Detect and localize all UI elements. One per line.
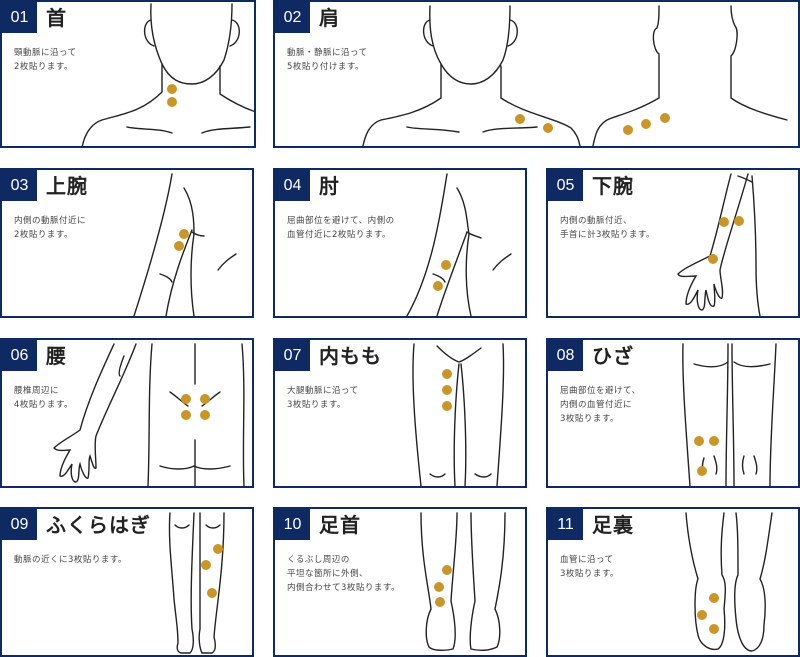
panel-lower-back: 06 腰 腰椎周辺に 4枚貼ります。: [0, 338, 254, 488]
panel-knee: 08 ひざ 屈曲部位を避けて、 内側の血管付近に 3枚貼ります。: [546, 338, 800, 488]
panel-number-badge: 03: [2, 170, 37, 201]
panel-description: 血管に沿って 3枚貼ります。: [560, 555, 620, 579]
panel-number-badge: 06: [2, 340, 37, 371]
panel-number-badge: 11: [548, 509, 583, 540]
panel-description: くるぶし周辺の 平坦な箇所に外側、 内側合わせて3枚貼ります。: [287, 555, 401, 593]
panel-description: 大腿動脈に沿って 3枚貼ります。: [287, 386, 359, 410]
panel-description: 内側の動脈付近、 手首に計3枚貼ります。: [560, 216, 656, 240]
knee-illustration-icon: [682, 343, 777, 486]
panel-number-badge: 04: [275, 170, 310, 201]
panel-description: 屈曲部位を避けて、 内側の血管付近に 3枚貼ります。: [560, 386, 641, 424]
upper-arm-illustration-icon: [133, 173, 237, 316]
panel-number-badge: 08: [548, 340, 583, 371]
forearm-illustration-icon: [677, 173, 761, 316]
panel-neck: 01 首 頸動脈に沿って 2枚貼ります。: [0, 0, 256, 148]
lower-back-illustration-icon: [53, 343, 245, 486]
panel-calf: 09 ふくらはぎ 動脈の近くに3枚貼ります。: [0, 507, 254, 657]
neck-illustration-icon: [81, 3, 254, 146]
ankle-illustration-icon: [420, 512, 506, 652]
panel-title: 下腕: [592, 174, 634, 198]
shoulder-illustration-icon: [362, 5, 788, 146]
panel-title: 内もも: [319, 344, 382, 368]
panel-title: 足首: [319, 513, 361, 537]
elbow-illustration-icon: [406, 173, 512, 316]
panel-title: 肘: [319, 174, 340, 198]
panel-title: ひざ: [592, 344, 634, 368]
panel-number-badge: 07: [275, 340, 310, 371]
panel-shoulder: 02 肩 動脈・静脈に沿って 5枚貼り付けます。: [273, 0, 800, 148]
panel-title: 上腕: [46, 174, 88, 198]
panel-title: 肩: [319, 6, 340, 30]
panel-description: 動脈・静脈に沿って 5枚貼り付けます。: [287, 48, 368, 72]
panel-description: 内側の動脈付近に 2枚貼ります。: [14, 216, 87, 240]
panel-upper-arm: 03 上腕 内側の動脈付近に 2枚貼ります。: [0, 168, 254, 318]
panel-description: 頸動脈に沿って 2枚貼ります。: [14, 48, 77, 72]
panel-number-badge: 02: [275, 2, 310, 33]
panel-number-badge: 01: [2, 2, 37, 33]
panel-title: ふくらはぎ: [46, 513, 151, 537]
panel-sole: 11 足裏 血管に沿って 3枚貼ります。: [546, 507, 800, 657]
panel-number-badge: 09: [2, 509, 37, 540]
panel-number-badge: 05: [548, 170, 583, 201]
panel-title: 首: [46, 6, 67, 30]
panel-forearm: 05 下腕 内側の動脈付近、 手首に計3枚貼ります。: [546, 168, 800, 318]
calf-illustration-icon: [168, 512, 225, 654]
panel-ankle: 10 足首 くるぶし周辺の 平坦な箇所に外側、 内側合わせて3枚貼ります。: [273, 507, 527, 657]
inner-thigh-illustration-icon: [412, 343, 505, 486]
panel-description: 動脈の近くに3枚貼ります。: [14, 555, 128, 565]
panel-inner-thigh: 07 内もも 大腿動脈に沿って 3枚貼ります。: [273, 338, 527, 488]
panel-description: 屈曲部位を避けて、内側の 血管付近に2枚貼ります。: [287, 216, 395, 240]
sole-illustration-icon: [685, 512, 773, 652]
panel-elbow: 04 肘 屈曲部位を避けて、内側の 血管付近に2枚貼ります。: [273, 168, 527, 318]
panel-title: 足裏: [592, 513, 634, 537]
panel-number-badge: 10: [275, 509, 310, 540]
panel-description: 腰椎周辺に 4枚貼ります。: [14, 386, 74, 410]
panel-title: 腰: [46, 344, 67, 368]
